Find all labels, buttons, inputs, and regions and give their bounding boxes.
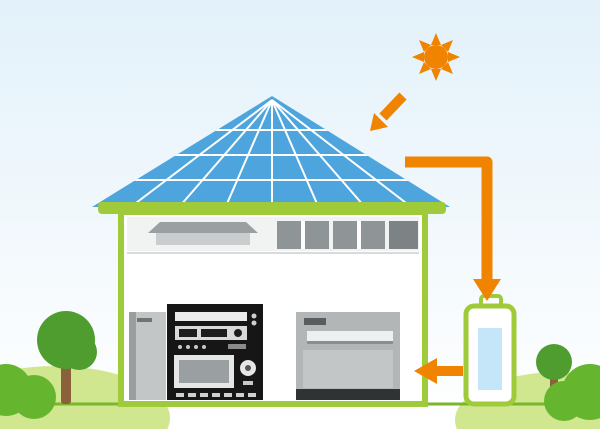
- sun-ray: [448, 52, 460, 62]
- display-strip: [175, 312, 247, 321]
- roof-to-battery-arrow: [405, 156, 501, 301]
- sunlight-arrow: [370, 92, 407, 131]
- oven-door-glass: [179, 360, 229, 383]
- button-dot: [194, 345, 198, 349]
- storage-battery: [463, 294, 517, 407]
- door-slot: [307, 331, 393, 341]
- button-strip: [236, 393, 244, 397]
- vent-slot: [228, 344, 246, 349]
- sun-ray: [440, 40, 453, 53]
- appliance-base: [296, 389, 400, 400]
- sun-ray: [431, 69, 441, 81]
- panel-readout: [201, 329, 227, 337]
- battery-to-home-arrow: [414, 358, 463, 384]
- cabinet-panel: [129, 312, 166, 400]
- tree-left: [37, 311, 97, 404]
- button-strip: [212, 393, 220, 397]
- small-button: [243, 381, 253, 385]
- arrow-shaft: [405, 156, 493, 281]
- gray-appliance: [296, 312, 400, 400]
- door-slot-shadow: [307, 341, 393, 344]
- sun-ray: [419, 40, 432, 53]
- window-divider: [301, 221, 305, 249]
- panel-readout: [179, 329, 197, 337]
- button-dot: [202, 345, 206, 349]
- sun-icon: [412, 33, 460, 81]
- panel-knob: [234, 329, 242, 337]
- button-strip: [176, 393, 184, 397]
- vent-hood-band: [156, 233, 250, 245]
- cabinet-shadow: [129, 312, 136, 400]
- bush-blob: [544, 381, 584, 421]
- bush-blob: [12, 375, 56, 419]
- button-dot: [178, 345, 182, 349]
- knob-dot: [251, 320, 257, 326]
- upper-floor: [127, 217, 419, 254]
- sun-ray: [431, 33, 441, 45]
- black-appliance-stack: [167, 304, 263, 400]
- vent-hood: [148, 222, 258, 233]
- arrow-head: [473, 279, 501, 301]
- arrow-shaft: [379, 92, 407, 121]
- tree-foliage: [536, 344, 572, 380]
- battery-cell: [478, 328, 502, 390]
- button-strip: [224, 393, 232, 397]
- arrow-head: [370, 113, 388, 131]
- window-divider: [357, 221, 361, 249]
- appliances: [129, 304, 400, 400]
- sun-ray: [412, 52, 424, 62]
- tree-trunk: [61, 360, 71, 404]
- bush-right: [544, 364, 600, 421]
- knob-dot: [251, 313, 257, 319]
- button-strip: [248, 393, 256, 397]
- button-strip: [200, 393, 208, 397]
- button-dot: [186, 345, 190, 349]
- bush-left: [0, 364, 56, 419]
- button-strip: [188, 393, 196, 397]
- door-face: [303, 350, 393, 388]
- house: [92, 96, 450, 407]
- sun-ray: [440, 61, 453, 74]
- tree-foliage: [61, 334, 97, 370]
- cabinet-handle: [137, 318, 152, 322]
- sun-ray: [419, 61, 432, 74]
- sun-core: [424, 45, 448, 69]
- control-chip: [304, 318, 326, 325]
- dial-center: [245, 365, 251, 371]
- arrow-head: [414, 358, 437, 384]
- window: [389, 221, 418, 249]
